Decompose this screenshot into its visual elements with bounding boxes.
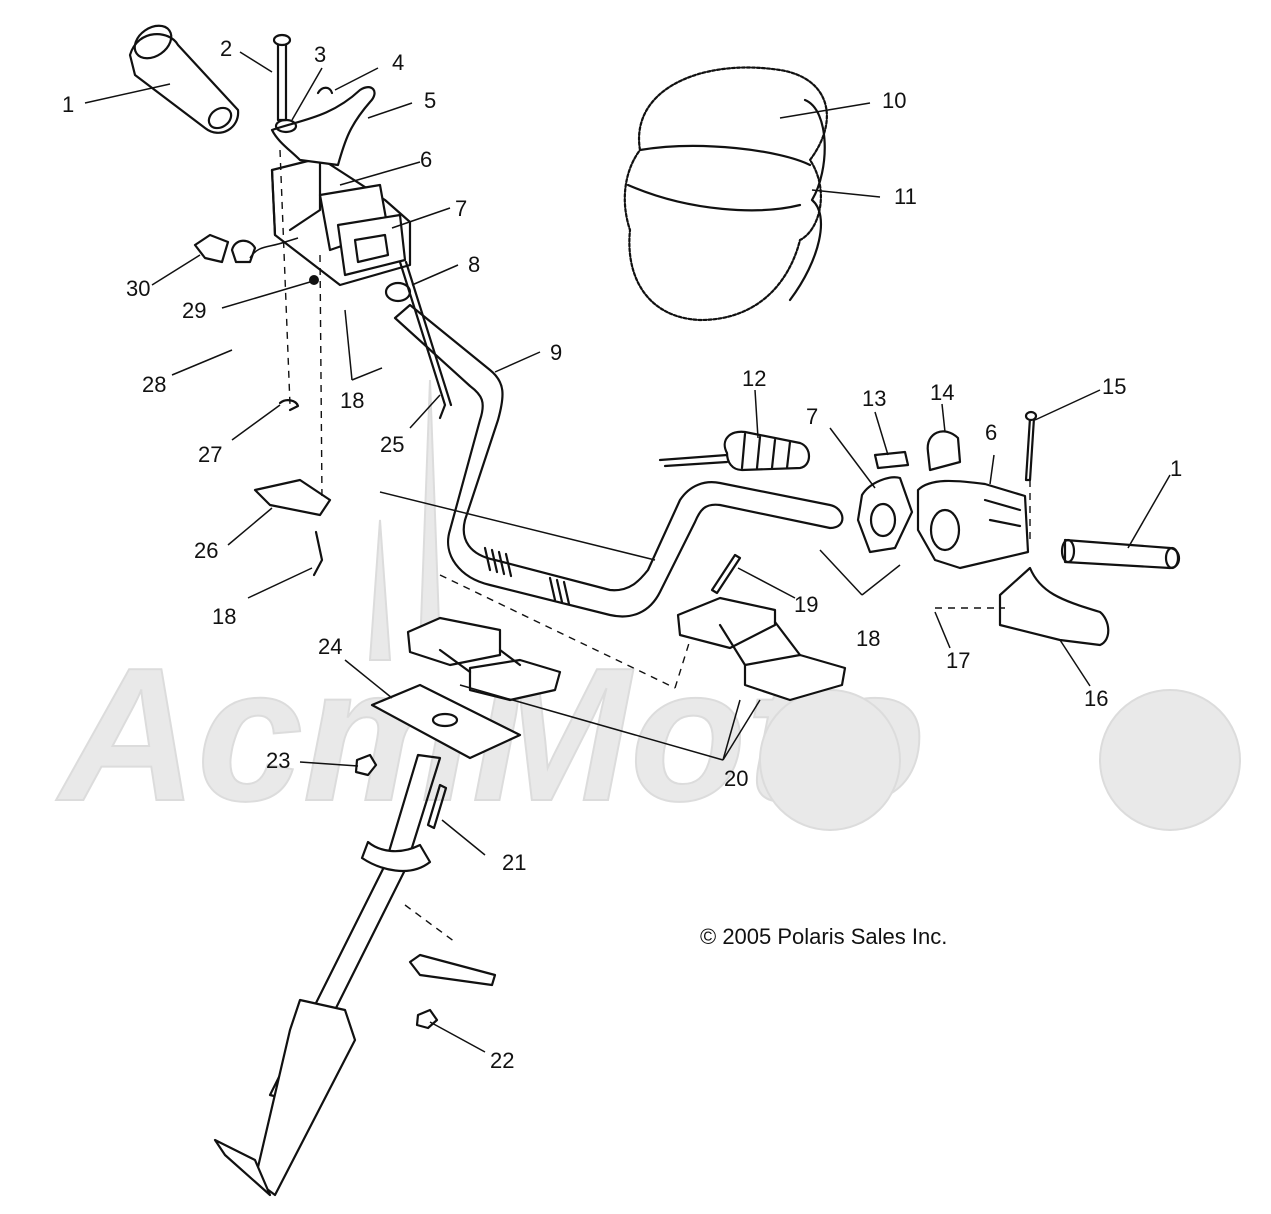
- callout-12: 12: [742, 366, 766, 391]
- left-switch-housing: [270, 156, 412, 287]
- windshield: [623, 66, 828, 322]
- callout-6: 6: [420, 147, 432, 172]
- clip-27: [278, 399, 300, 412]
- callout-24: 24: [318, 634, 342, 659]
- riser-clamp-left: [406, 616, 562, 702]
- callout-19: 19: [794, 592, 818, 617]
- left-grip: [128, 24, 240, 134]
- cable-25: [398, 260, 447, 420]
- pin-15: [1024, 416, 1036, 482]
- callout-14: 14: [930, 380, 954, 405]
- key-30: [193, 233, 230, 264]
- callout-18c: 18: [212, 604, 236, 629]
- callout-7b: 7: [806, 404, 818, 429]
- riser-clamp-right: [676, 596, 847, 702]
- plug-28: [230, 239, 257, 264]
- nut-23: [354, 753, 378, 777]
- callout-16: 16: [1084, 686, 1108, 711]
- right-lever-16: [998, 566, 1110, 647]
- handlebar: [379, 303, 844, 618]
- callout-10: 10: [882, 88, 906, 113]
- callout-25: 25: [380, 432, 404, 457]
- callout-6b: 6: [985, 420, 997, 445]
- copyright-notice: © 2005 Polaris Sales Inc.: [700, 924, 948, 949]
- callout-1b: 1: [1170, 456, 1182, 481]
- callout-18a: 18: [340, 388, 364, 413]
- callouts: 1 2 3 4 5 6 7 8 9 10 11 12 13 14 15 7 6 …: [62, 36, 1182, 1073]
- knob-14: [926, 430, 962, 472]
- grommet-29: [309, 275, 319, 285]
- callout-15: 15: [1102, 374, 1126, 399]
- leader-lines: [84, 51, 1171, 1053]
- callout-28: 28: [142, 372, 166, 397]
- callout-9: 9: [550, 340, 562, 365]
- right-grip: [1060, 538, 1181, 570]
- right-switch-housing-6: [916, 479, 1030, 570]
- left-brake-lever: [270, 86, 376, 167]
- callout-7: 7: [455, 196, 467, 221]
- callout-11: 11: [894, 184, 917, 209]
- callout-4: 4: [392, 50, 404, 75]
- callout-20: 20: [724, 766, 748, 791]
- bolt-2: [276, 40, 288, 122]
- callout-30: 30: [126, 276, 150, 301]
- callout-5: 5: [424, 88, 436, 113]
- callout-22: 22: [490, 1048, 514, 1073]
- cover-26: [253, 478, 332, 517]
- callout-29: 29: [182, 298, 206, 323]
- callout-1: 1: [62, 92, 74, 117]
- callout-3: 3: [314, 42, 326, 67]
- right-plate-7: [856, 476, 914, 554]
- mount-plate-24: [370, 683, 522, 760]
- screw-18: [312, 530, 324, 577]
- callout-27: 27: [198, 442, 222, 467]
- block-22: [408, 953, 497, 987]
- callout-26: 26: [194, 538, 218, 563]
- callout-13: 13: [862, 386, 886, 411]
- callout-8: 8: [468, 252, 480, 277]
- callout-21: 21: [502, 850, 526, 875]
- bolt-21: [426, 783, 448, 830]
- callout-17: 17: [946, 648, 970, 673]
- hand-warmer-12: [658, 430, 811, 472]
- nut-22: [415, 1008, 439, 1030]
- steering-column: [213, 753, 442, 1197]
- switch-13: [873, 450, 910, 470]
- washer-3: [274, 118, 298, 134]
- clip-4: [316, 86, 334, 95]
- callout-2: 2: [220, 36, 232, 61]
- callout-18b: 18: [856, 626, 880, 651]
- callout-23: 23: [266, 748, 290, 773]
- bolt-19: [710, 553, 742, 595]
